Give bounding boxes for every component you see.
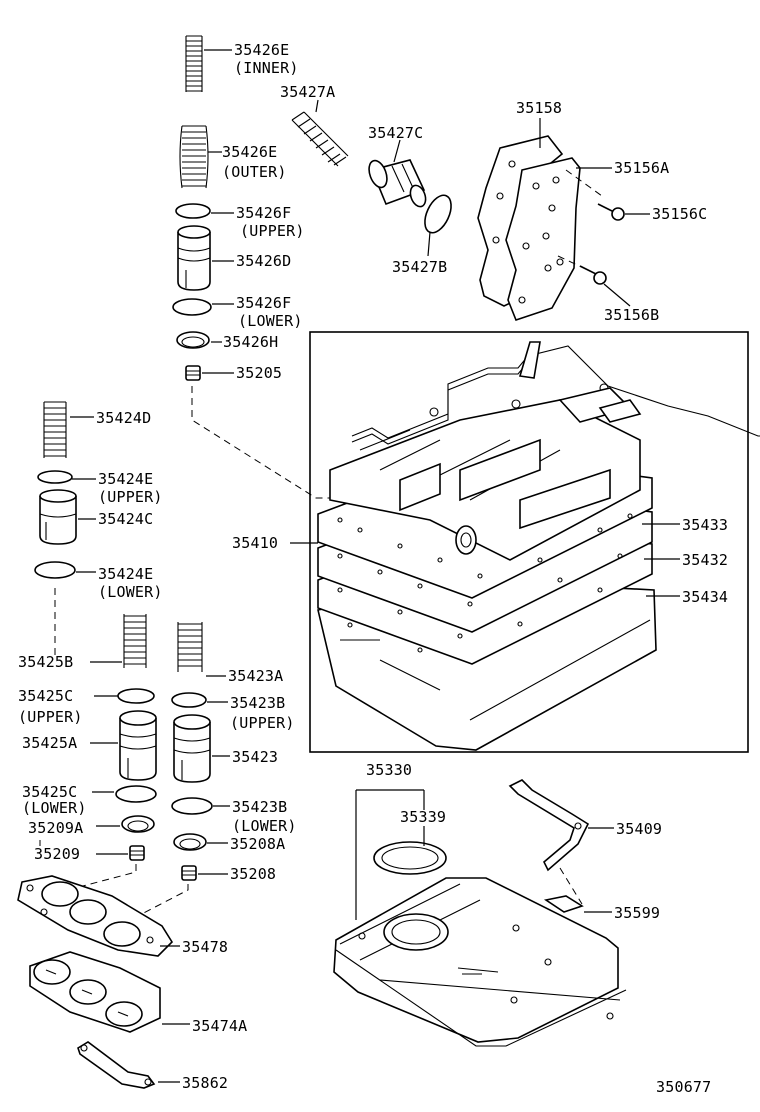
label-35426H: 35426H xyxy=(223,333,278,351)
label-35205: 35205 xyxy=(236,364,282,382)
bolt-35156C[interactable] xyxy=(597,203,625,221)
label-35209: 35209 xyxy=(34,845,80,863)
gasket-35478[interactable] xyxy=(17,875,174,957)
label-35426D: 35426D xyxy=(236,252,291,270)
label-35426F-lower-note: (LOWER) xyxy=(238,312,303,330)
label-35478: 35478 xyxy=(182,938,228,956)
ring-35208A[interactable] xyxy=(173,833,207,851)
oil-pan-35330[interactable] xyxy=(333,877,627,1047)
label-35409: 35409 xyxy=(616,820,662,838)
label-35425C-upper: 35425C xyxy=(18,687,73,705)
label-35209A: 35209A xyxy=(28,819,83,837)
sleeve-35427C[interactable] xyxy=(366,158,429,209)
bolt-35156B[interactable] xyxy=(579,265,607,285)
piston-35425A[interactable] xyxy=(119,710,157,781)
label-35474A: 35474A xyxy=(192,1017,247,1035)
spring-35423A[interactable] xyxy=(177,622,203,672)
label-35423A: 35423A xyxy=(228,667,283,685)
label-35330: 35330 xyxy=(366,761,412,779)
valve-body-35410[interactable] xyxy=(317,341,760,751)
oring-35423B-upper[interactable] xyxy=(171,692,207,708)
label-35424D: 35424D xyxy=(96,409,151,427)
label-35426F-upper-note: (UPPER) xyxy=(240,222,305,240)
label-35432: 35432 xyxy=(682,551,728,569)
clip-35599[interactable] xyxy=(543,867,584,913)
label-35433: 35433 xyxy=(682,516,728,534)
label-35599: 35599 xyxy=(614,904,660,922)
label-35427B: 35427B xyxy=(392,258,447,276)
spring-35424D[interactable] xyxy=(43,401,67,458)
label-35424E-lower-note: (LOWER) xyxy=(98,583,163,601)
label-35424E-upper: 35424E xyxy=(98,470,153,488)
label-35426F-upper: 35426F xyxy=(236,204,291,222)
label-35434: 35434 xyxy=(682,588,728,606)
spring-35425B[interactable] xyxy=(123,614,147,668)
plug-35205[interactable] xyxy=(185,365,201,381)
ring-35209A[interactable] xyxy=(121,815,155,833)
label-35426E-inner-note: (INNER) xyxy=(234,59,299,77)
label-35424E-lower: 35424E xyxy=(98,565,153,583)
label-35426E-inner: 35426E xyxy=(234,41,289,59)
spring-35426E-inner[interactable] xyxy=(185,34,203,94)
piston-35423[interactable] xyxy=(173,714,211,783)
label-35423B-lower-note: (LOWER) xyxy=(232,817,297,835)
piston-35424C[interactable] xyxy=(39,489,77,545)
oring-35424E-upper[interactable] xyxy=(37,470,73,484)
label-35427A: 35427A xyxy=(280,83,335,101)
label-35156B: 35156B xyxy=(604,306,659,324)
oring-35426F-lower[interactable] xyxy=(172,298,212,316)
label-35424C: 35424C xyxy=(98,510,153,528)
valve-body-frame xyxy=(309,331,749,753)
piston-35426D[interactable] xyxy=(177,225,211,291)
label-35158: 35158 xyxy=(516,99,562,117)
label-35424E-upper-note: (UPPER) xyxy=(98,488,163,506)
oring-35425C-lower[interactable] xyxy=(115,785,157,803)
label-35425A: 35425A xyxy=(22,734,77,752)
label-35423B-upper: 35423B xyxy=(230,694,285,712)
cover-35156A[interactable] xyxy=(505,157,581,321)
plug-35208[interactable] xyxy=(181,865,197,881)
ring-35426H[interactable] xyxy=(176,331,210,349)
label-35208: 35208 xyxy=(230,865,276,883)
plug-35209[interactable] xyxy=(129,845,145,861)
gasket-35339[interactable] xyxy=(373,841,447,875)
label-35425C-upper-note: (UPPER) xyxy=(18,708,83,726)
bracket-35862[interactable] xyxy=(77,1041,156,1089)
label-35208A: 35208A xyxy=(230,835,285,853)
label-35425B: 35425B xyxy=(18,653,73,671)
oring-35425C-upper[interactable] xyxy=(117,688,155,704)
label-35425C-lower: 35425C xyxy=(22,783,77,801)
label-35156C: 35156C xyxy=(652,205,707,223)
label-35427C: 35427C xyxy=(368,124,423,142)
label-35425C-lower-note: (LOWER) xyxy=(22,799,87,817)
label-35156A: 35156A xyxy=(614,159,669,177)
leader-35156C-dash xyxy=(565,169,603,197)
label-35426F-lower: 35426F xyxy=(236,294,291,312)
label-35426E-outer: 35426E xyxy=(222,143,277,161)
spring-35426E-outer[interactable] xyxy=(179,125,209,189)
label-35426E-outer-note: (OUTER) xyxy=(222,163,287,181)
label-35862: 35862 xyxy=(182,1074,228,1092)
leader-35208-dash xyxy=(129,884,189,921)
oring-35423B-lower[interactable] xyxy=(171,797,213,815)
label-35423: 35423 xyxy=(232,748,278,766)
oring-35424E-lower[interactable] xyxy=(34,561,76,579)
spring-35427A[interactable] xyxy=(291,111,349,167)
diagram-reference-number: 350677 xyxy=(656,1078,711,1096)
label-35423B-lower: 35423B xyxy=(232,798,287,816)
label-35410: 35410 xyxy=(232,534,278,552)
bracket-35409[interactable] xyxy=(508,779,590,872)
label-35423B-upper-note: (UPPER) xyxy=(230,714,295,732)
leader-35330 xyxy=(355,789,425,920)
leader-35209-dash xyxy=(59,864,137,893)
plate-35474A[interactable] xyxy=(29,951,161,1033)
label-35339: 35339 xyxy=(400,808,446,826)
oring-35426F-upper[interactable] xyxy=(175,203,211,219)
